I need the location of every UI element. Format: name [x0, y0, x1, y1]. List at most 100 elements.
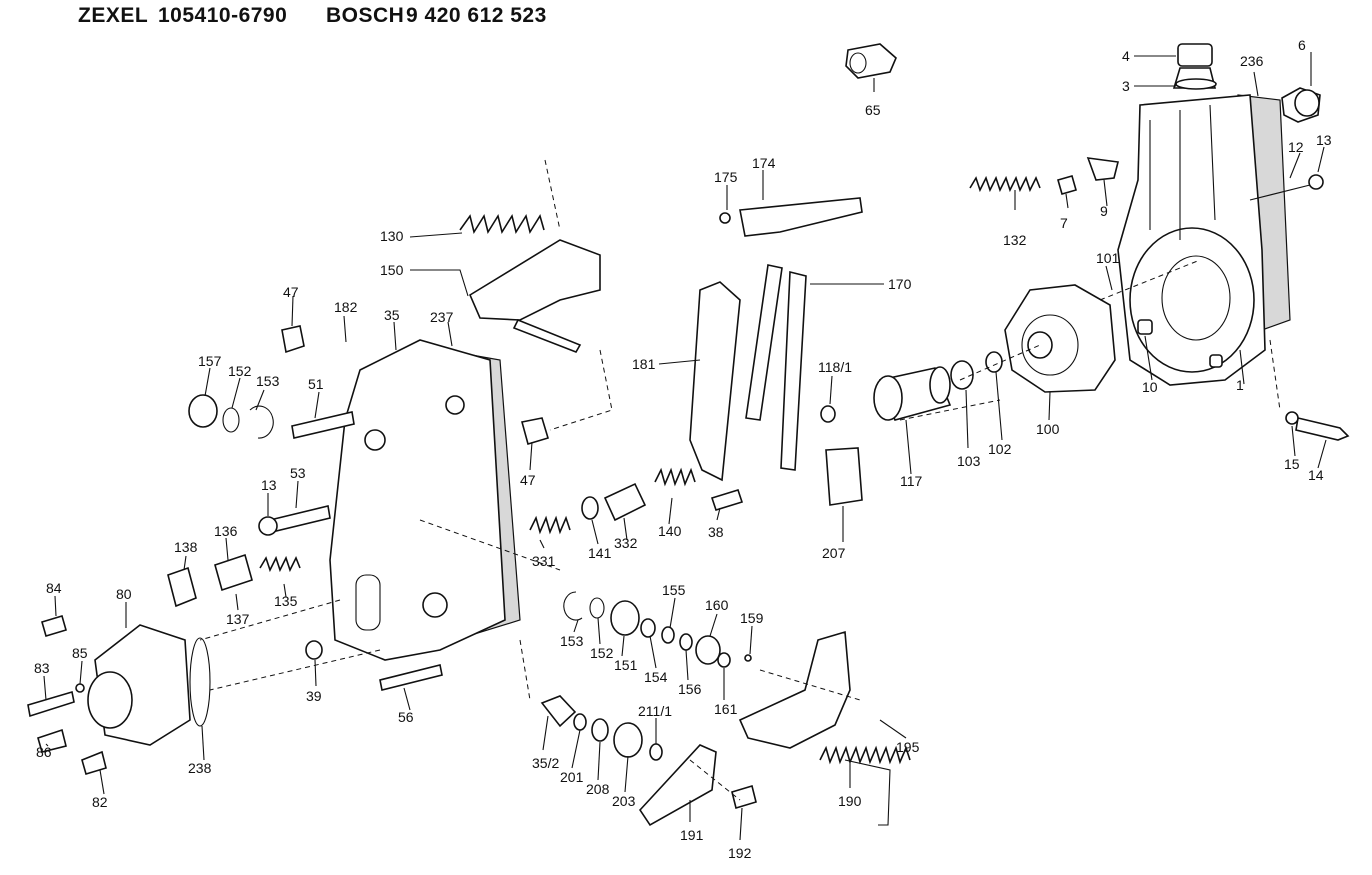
callout-152: 152	[590, 645, 614, 661]
screw-51	[291, 411, 355, 439]
callout-10: 10	[1142, 379, 1158, 395]
spring-331	[529, 515, 571, 535]
washer-118-1	[820, 405, 836, 423]
washer-141	[581, 496, 599, 520]
plate-170b	[780, 270, 807, 471]
bushing-160	[695, 635, 721, 665]
washer-85	[75, 683, 85, 693]
nut-39	[305, 640, 323, 660]
callout-13: 13	[261, 477, 277, 493]
circlip-175	[719, 212, 731, 224]
callout-151: 151	[614, 657, 638, 673]
callout-14: 14	[1308, 467, 1324, 483]
callout-138: 138	[174, 539, 198, 555]
washer-154	[640, 618, 656, 638]
callout-56: 56	[398, 709, 414, 725]
callout-161: 161	[714, 701, 738, 717]
header-maker: ZEXEL	[78, 4, 149, 27]
callout-211-1: 211/1	[638, 703, 672, 719]
sleeve-117	[873, 366, 952, 421]
screw-7	[1057, 175, 1077, 195]
washer-156	[679, 633, 693, 651]
ring-152b	[589, 597, 605, 619]
spring-132	[969, 175, 1041, 193]
callout-53: 53	[290, 465, 306, 481]
callout-175: 175	[714, 169, 738, 185]
block-207	[825, 447, 863, 506]
callout-1: 1	[1236, 377, 1244, 393]
cap-138	[167, 566, 197, 608]
callout-35: 35	[384, 307, 400, 323]
callout-182: 182	[334, 299, 358, 315]
callout-140: 140	[658, 523, 682, 539]
nut-13	[1308, 174, 1324, 190]
callout-13: 13	[1316, 132, 1332, 148]
assembly-guide-lines	[199, 159, 1281, 801]
callout-195: 195	[896, 739, 920, 755]
callout-136: 136	[214, 523, 238, 539]
callout-153: 153	[256, 373, 280, 389]
o-ring-238	[189, 637, 211, 727]
callout-47: 47	[520, 472, 536, 488]
cover-80	[87, 624, 191, 746]
screw-14	[1285, 411, 1350, 441]
nut-65	[845, 43, 897, 79]
pin-150	[512, 318, 582, 353]
callout-6: 6	[1298, 37, 1306, 53]
callout-100: 100	[1036, 421, 1060, 437]
lever-174	[739, 197, 863, 237]
stud-12	[1249, 184, 1311, 201]
callout-65: 65	[865, 102, 881, 118]
callout-39: 39	[306, 688, 322, 704]
callout-191: 191	[680, 827, 704, 843]
lever-181	[689, 281, 741, 482]
callout-150: 150	[380, 262, 404, 278]
callout-4: 4	[1122, 48, 1130, 64]
nut-136	[214, 553, 253, 592]
circlip-153b	[563, 591, 583, 621]
screw-38	[710, 489, 744, 511]
callout-84: 84	[46, 580, 62, 596]
screw-192	[731, 784, 757, 810]
callout-130: 130	[380, 228, 404, 244]
lever-assembly	[738, 630, 851, 749]
screw-56	[379, 664, 443, 691]
callout-137: 137	[226, 611, 250, 627]
callout-118-1: 118/1	[818, 359, 852, 375]
spring-130	[459, 213, 545, 235]
washer-211-1	[649, 743, 663, 761]
plate-170	[745, 264, 783, 421]
callout-85: 85	[72, 645, 88, 661]
pin-159	[744, 654, 752, 662]
callout-80: 80	[116, 586, 132, 602]
washer-208	[591, 718, 609, 742]
callout-102: 102	[988, 441, 1012, 457]
callout-237: 237	[430, 309, 454, 325]
callout-117: 117	[900, 473, 923, 489]
spring-140	[654, 467, 696, 487]
screw-47	[281, 325, 305, 354]
header-brand: BOSCH	[326, 4, 405, 27]
callout-101: 101	[1096, 250, 1120, 266]
callout-203: 203	[612, 793, 636, 809]
callout-159: 159	[740, 610, 764, 626]
callout-9: 9	[1100, 203, 1108, 219]
callout-86: 86	[36, 744, 52, 760]
callout-82: 82	[92, 794, 108, 810]
screw-86	[37, 728, 67, 753]
callout-155: 155	[662, 582, 686, 598]
screw-53	[269, 505, 331, 533]
callout-152: 152	[228, 363, 252, 379]
washer-161	[717, 652, 731, 668]
washer-155	[661, 626, 675, 644]
callout-192: 192	[728, 845, 752, 861]
part-102	[985, 351, 1003, 373]
lever-191	[638, 744, 717, 827]
header-brand-number: 9 420 612 523	[406, 4, 547, 27]
callout-332: 332	[614, 535, 638, 551]
callout-135: 135	[274, 593, 298, 609]
circlip-153	[249, 405, 274, 439]
callout-181: 181	[632, 356, 656, 372]
